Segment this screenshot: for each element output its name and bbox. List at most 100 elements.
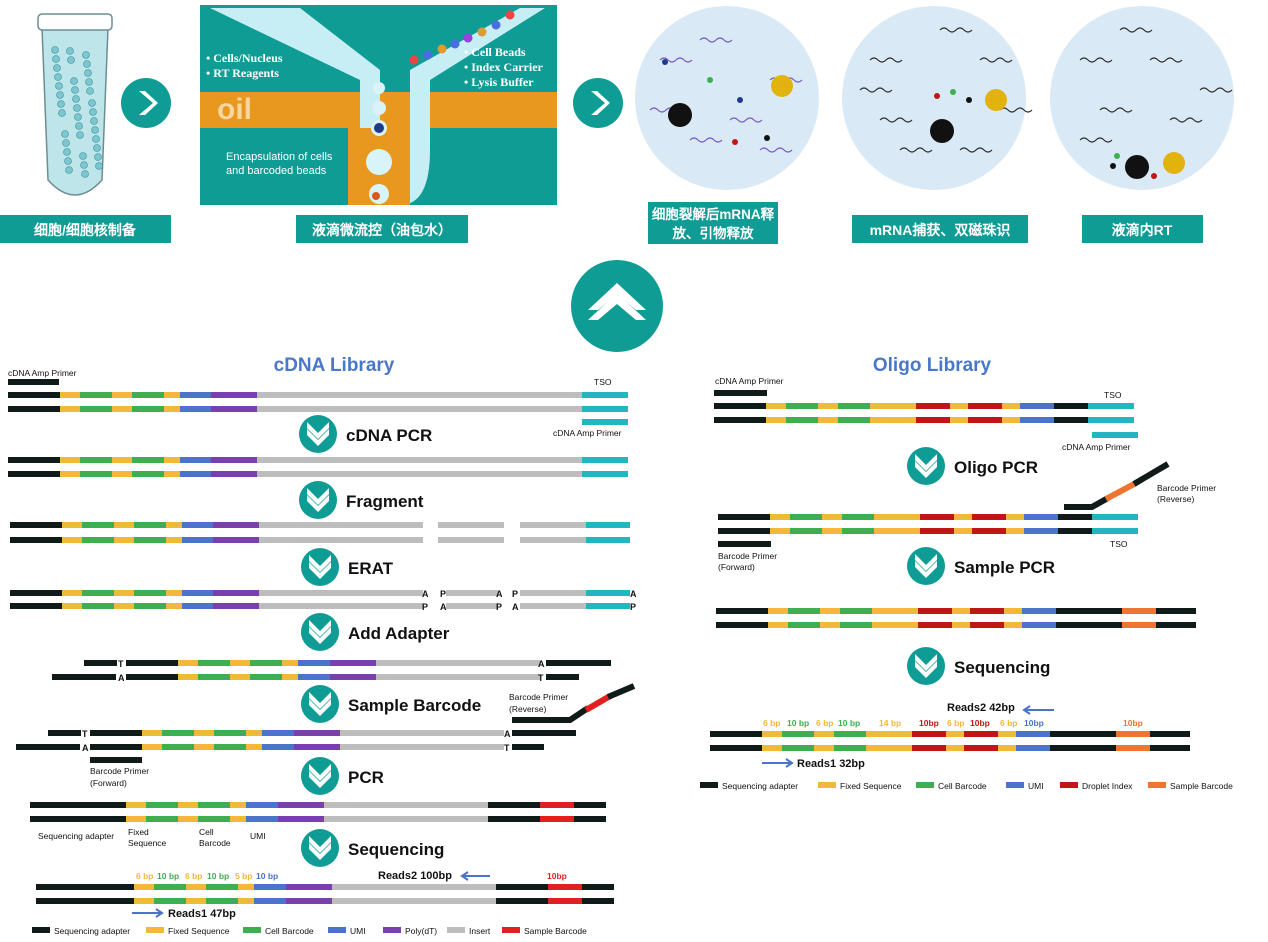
bead [505, 10, 515, 20]
chevron-down-icon [309, 627, 331, 644]
strand-segment [126, 816, 146, 822]
cell-dot [75, 122, 83, 130]
step-sample-pcr: Sample PCR [954, 558, 1055, 577]
strand-segment [1006, 514, 1024, 520]
cell-dot [61, 130, 69, 138]
strand-segment [582, 471, 628, 477]
strand-segment [166, 522, 182, 528]
strand-segment [582, 884, 614, 890]
end-label: P [496, 602, 502, 612]
strand-segment [822, 514, 842, 520]
legend-callout: Sequencing adapter [38, 831, 114, 841]
strand-segment [60, 457, 80, 463]
legend-swatch [447, 927, 465, 933]
strand-segment [834, 745, 866, 751]
end-label: A [538, 659, 545, 669]
strand-segment [48, 730, 81, 736]
strand-segment [768, 622, 788, 628]
legend-swatch [700, 782, 718, 788]
chevron-down-icon [309, 562, 331, 579]
legend-label: Sample Barcode [524, 926, 587, 936]
strand-segment [814, 745, 834, 751]
chevron-down-icon [309, 692, 331, 709]
index-dot [732, 139, 738, 145]
step-erat: ERAT [348, 559, 394, 578]
strand-segment [214, 730, 246, 736]
strand-segment [866, 731, 912, 737]
strand-segment [162, 730, 194, 736]
reads1-label: Reads1 47bp [168, 908, 236, 920]
chevron-down-icon [309, 620, 331, 637]
strand-segment [1056, 608, 1122, 614]
legend-callout: Fixed [128, 827, 149, 837]
cell-dot [53, 64, 61, 72]
double-chevron-up-icon [571, 260, 663, 352]
legend-label: Fixed Sequence [840, 781, 902, 791]
cell-dot [71, 86, 79, 94]
strand-segment [30, 816, 126, 822]
legend-swatch [243, 927, 261, 933]
end-label: A [630, 589, 637, 599]
strand-segment [1004, 622, 1022, 628]
step-label: 液滴微流控（油包水） [312, 222, 452, 238]
cell-dot [65, 166, 73, 174]
strand-segment [213, 603, 259, 609]
strand-segment [762, 745, 782, 751]
strand-segment [132, 406, 164, 412]
strand-segment [1020, 403, 1054, 409]
strand-segment [520, 537, 586, 543]
strand-segment [818, 403, 838, 409]
magnetic-bead [985, 89, 1007, 111]
strand-segment [211, 392, 257, 398]
strand-segment [952, 608, 970, 614]
strand-segment [950, 403, 968, 409]
legend-swatch [383, 927, 401, 933]
mrna-strand [659, 57, 693, 63]
strand-segment [194, 730, 214, 736]
step-label-box [0, 215, 171, 243]
strand-segment [1022, 608, 1056, 614]
primer-label: cDNA Amp Primer [553, 428, 622, 438]
strand-segment [1092, 514, 1138, 520]
primer [512, 705, 590, 723]
strand-segment [586, 537, 630, 543]
strand-segment [134, 603, 166, 609]
strand-segment [762, 731, 782, 737]
legend-swatch [32, 927, 50, 933]
strand-segment [446, 590, 498, 596]
chevron-right-icon [573, 78, 623, 128]
chevron-down-icon [307, 422, 329, 439]
strand-segment [1020, 417, 1054, 423]
strand-segment [512, 744, 544, 750]
primer-label: (Reverse) [509, 704, 546, 714]
strand-segment [340, 744, 504, 750]
chip-item: • RT Reagents [206, 66, 279, 80]
index-dot [1151, 173, 1157, 179]
strand-segment [520, 603, 586, 609]
bead [372, 192, 380, 200]
cell-dot [85, 78, 93, 86]
chevron-down-icon [915, 654, 937, 671]
strand-segment [1150, 745, 1190, 751]
segment-length-label: 10 bp [157, 871, 179, 881]
bead [409, 55, 419, 65]
strand-segment [1156, 608, 1196, 614]
strand-segment [330, 660, 376, 666]
strand-segment [132, 392, 164, 398]
strand-segment [112, 471, 132, 477]
strand-segment [840, 622, 872, 628]
arrow-right-icon [132, 908, 164, 918]
strand-segment [512, 730, 576, 736]
strand-segment [866, 745, 912, 751]
strand-segment [112, 406, 132, 412]
strand-segment [838, 417, 870, 423]
strand-segment [838, 403, 870, 409]
strand-segment [82, 522, 114, 528]
legend-callout: Barcode [199, 838, 231, 848]
strand-segment [142, 730, 162, 736]
mrna-strand [939, 27, 973, 33]
strand-segment [10, 522, 62, 528]
strand-segment [964, 731, 998, 737]
strand-segment [842, 528, 874, 534]
strand-segment [842, 514, 874, 520]
